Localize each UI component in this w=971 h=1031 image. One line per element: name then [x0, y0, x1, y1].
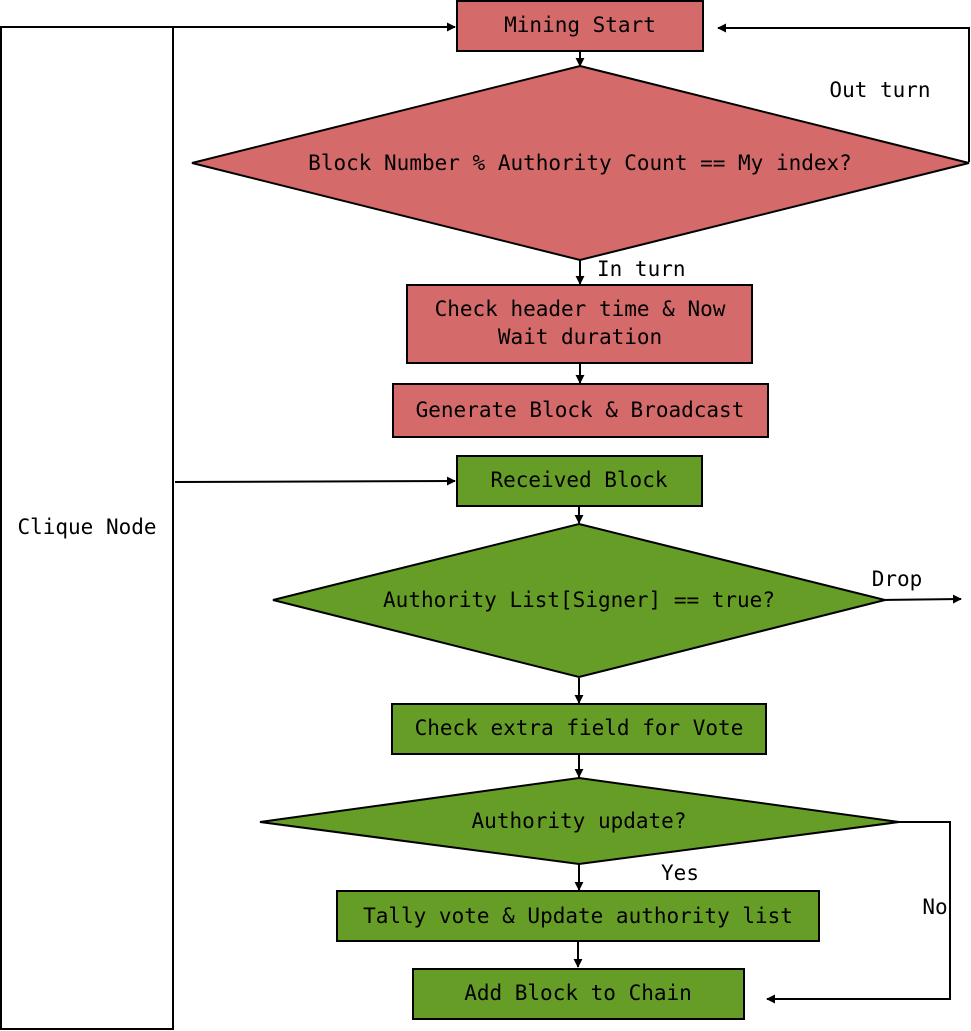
- out-turn-label: Out turn: [829, 78, 930, 102]
- check-extra-label: Check extra field for Vote: [415, 716, 744, 740]
- tally-vote-box: [336, 890, 820, 942]
- yes-label: Yes: [661, 861, 699, 885]
- received-block-label: Received Block: [490, 468, 667, 492]
- tally-vote-label: Tally vote & Update authority list: [363, 904, 793, 928]
- clique-node-box: [0, 26, 174, 1030]
- arrow-out-turn-loop: [717, 23, 970, 162]
- clique-node-label: Clique Node: [17, 515, 156, 539]
- no-label: No: [922, 895, 947, 919]
- authority-update-label: Authority update?: [472, 809, 687, 833]
- received-block-box: [456, 455, 703, 507]
- arrow-node-to-received: [174, 476, 456, 486]
- turn-decision-label: Block Number % Authority Count == My ind…: [308, 151, 852, 175]
- check-header-line1: Check header time & Now: [435, 297, 726, 321]
- arrow-drop: [883, 594, 962, 604]
- authority-check-label: Authority List[Signer] == true?: [383, 588, 775, 612]
- authority-update-diamond: [259, 776, 900, 866]
- add-block-label: Add Block to Chain: [464, 981, 692, 1005]
- connectors: [173, 22, 970, 1004]
- mining-start-label: Mining Start: [504, 13, 656, 37]
- authority-check-diamond: [272, 522, 886, 679]
- add-block-box: [412, 968, 745, 1020]
- mining-start-box: [456, 0, 704, 52]
- check-extra-box: [391, 703, 767, 755]
- generate-block-box: [392, 383, 769, 438]
- generate-block-label: Generate Block & Broadcast: [416, 398, 745, 422]
- check-header-box: [406, 284, 753, 364]
- drop-label: Drop: [872, 567, 923, 591]
- in-turn-label: In turn: [597, 257, 686, 281]
- check-header-line2: Wait duration: [498, 325, 662, 349]
- turn-decision-diamond: [191, 64, 970, 262]
- arrow-no-branch: [766, 821, 951, 1004]
